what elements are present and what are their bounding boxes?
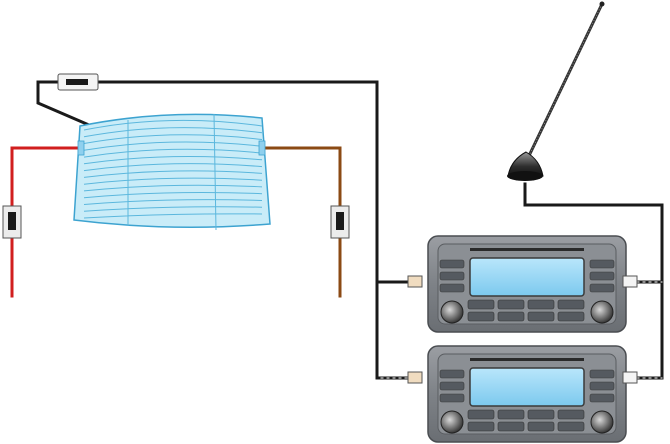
heater-grid-line (83, 170, 263, 178)
heater-grid-line (83, 191, 263, 199)
inline-filter-icon (57, 73, 99, 91)
heater-grid-line (83, 184, 263, 192)
tuning-knob (590, 410, 614, 434)
car-antenna-icon (507, 1, 605, 181)
right-side-buttons (589, 369, 615, 403)
heater-grid-line (83, 199, 263, 205)
ground-wire (260, 146, 342, 298)
preset-buttons (467, 299, 585, 322)
antenna-connector-upper-right (622, 275, 638, 288)
antenna-connector-upper-left (407, 275, 423, 288)
cd-slot (470, 248, 584, 251)
left-side-buttons (439, 259, 465, 293)
right-side-buttons (589, 259, 615, 293)
left-choke-icon (2, 205, 22, 239)
window-terminal-right (258, 140, 266, 156)
heater-grid-line (83, 141, 263, 151)
heater-grid-lines (83, 119, 263, 219)
car-radio-icon (427, 345, 627, 443)
tuning-knob (590, 300, 614, 324)
preset-buttons (467, 409, 585, 432)
radio-display (469, 257, 585, 297)
car-radio-icon (427, 235, 627, 333)
antenna-connector-lower-right (622, 371, 638, 384)
left-side-buttons (439, 369, 465, 403)
cd-slot (470, 358, 584, 361)
rear-window-heater-grid-icon (73, 113, 271, 231)
antenna-cable (523, 182, 664, 380)
wires (10, 80, 664, 380)
heater-grid-line (83, 155, 263, 165)
heater-grid-line (83, 127, 263, 138)
heater-grid-line (83, 206, 263, 212)
heater-grid-line (83, 213, 263, 219)
antenna-connector-lower-left (407, 371, 423, 384)
heater-grid-line (83, 134, 263, 144)
positive-wire (10, 146, 84, 298)
heater-grid-line (83, 177, 263, 185)
radio-display (469, 367, 585, 407)
heater-grid-line (83, 148, 263, 158)
antenna-base (507, 151, 544, 177)
heater-grid-line (83, 119, 263, 131)
volume-knob (440, 410, 464, 434)
grid-divider-right (213, 113, 217, 231)
right-choke-icon (330, 205, 350, 239)
signal-wire-window-to-filter (36, 80, 98, 130)
volume-knob (440, 300, 464, 324)
window-terminal-left (77, 140, 85, 156)
heater-grid-line (83, 163, 263, 172)
